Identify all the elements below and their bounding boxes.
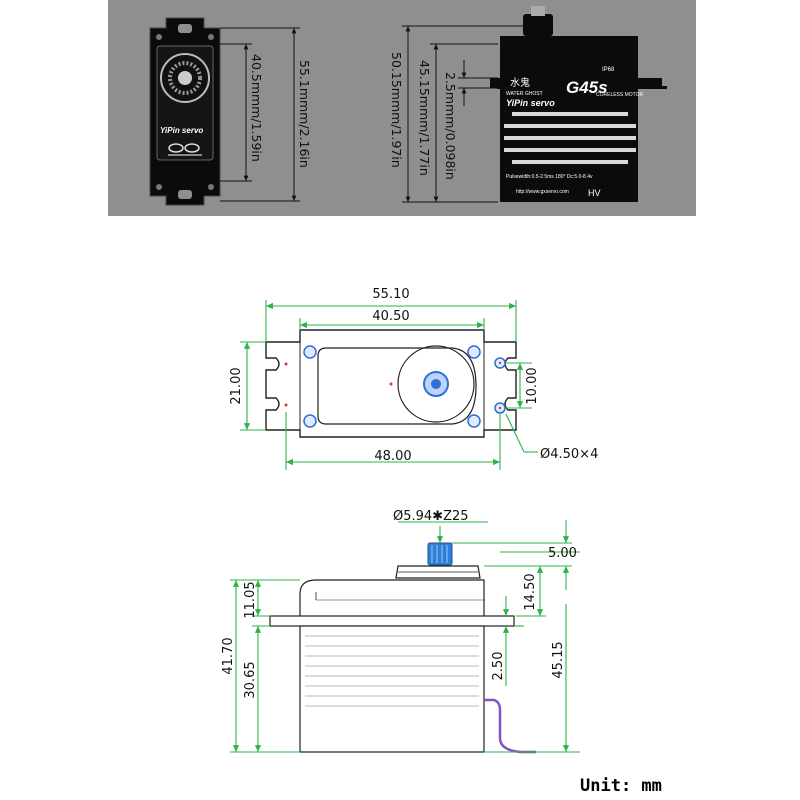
front-height-body-label: 40.5mmm/1.59in — [249, 54, 264, 162]
side-ip-text: IP68 — [602, 67, 615, 73]
side-height-b-label: 45.15mmm/1.77in — [417, 60, 432, 176]
side-water-ghost-text: WATER GHOST — [506, 91, 543, 97]
front-height-total-label: 55.1mmm/2.16in — [297, 60, 312, 168]
body-width-label: 40.50 — [372, 309, 409, 324]
top-view-dimension-lines — [240, 300, 538, 470]
total-height-label: 45.15 — [551, 641, 566, 678]
spline-spec-label: Ø5.94✱Z25 — [393, 509, 469, 524]
side-body-outline — [299, 625, 485, 753]
side-pulse-text: Pulsewidth:0.5-2.5ms 180° Dc:5.0-8.4v — [506, 174, 593, 180]
side-chinese-mark: 水鬼 — [510, 76, 530, 89]
side-hv-text: HV — [588, 188, 601, 198]
screw-icons — [303, 345, 506, 428]
overall-width-label: 55.10 — [372, 287, 409, 302]
hole-spacing-v-label: 10.00 — [525, 367, 540, 404]
spline-height-label: 5.00 — [548, 546, 577, 561]
heatsink-fins — [504, 112, 636, 164]
flange-label: 2.50 — [491, 652, 506, 681]
front-servo-photo: YiPin servo — [149, 17, 221, 206]
side-view-dimension-lines — [230, 520, 580, 753]
top-view-drawing: 55.10 40.50 21.00 10.00 48.00 Ø4.50×4 — [229, 287, 598, 470]
side-photo-dimensions — [402, 25, 530, 203]
wire-icon — [484, 698, 536, 754]
center-marks — [284, 361, 502, 410]
logo-icon — [168, 143, 184, 153]
body-grooves — [305, 635, 479, 707]
total-lower-label: 41.70 — [221, 637, 236, 674]
side-brand-text: YiPin servo — [506, 98, 555, 108]
front-photo-dimensions — [220, 27, 300, 202]
photo-panel: YiPin servo 55.1mmm/2.16in 40.5mmm/1.59i… — [108, 0, 696, 216]
side-view-drawing: Ø5.94✱Z25 5.00 14.50 2.50 45.15 11.05 30… — [221, 509, 580, 754]
side-height-c-label: 2.5mmm/0.098in — [443, 72, 458, 180]
height-label: 21.00 — [229, 367, 244, 404]
upper-body-label: 11.05 — [243, 581, 258, 618]
side-coreless-text: CORELESS MOTOR — [596, 92, 644, 98]
side-model-text: G45s — [566, 78, 608, 97]
side-url-text: http://www.gxservo.com — [516, 189, 569, 195]
top-section-label: 14.50 — [523, 573, 538, 610]
side-servo-photo: 水鬼 G45s IP68 WATER GHOST CORELESS MOTOR … — [490, 6, 667, 202]
side-height-a-label: 50.15mmm/1.97in — [389, 52, 404, 168]
front-brand-text: YiPin servo — [160, 126, 203, 135]
lower-body-label: 30.65 — [243, 661, 258, 698]
hole-diameter-label: Ø4.50×4 — [540, 447, 598, 462]
unit-label: Unit: mm — [580, 776, 662, 796]
hole-spacing-h-label: 48.00 — [374, 449, 411, 464]
